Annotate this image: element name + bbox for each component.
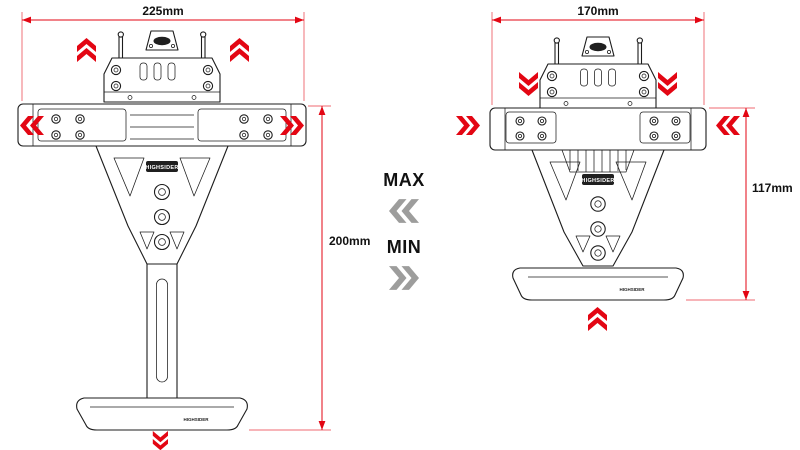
arrow-in-left-icon bbox=[456, 116, 480, 135]
brand-badge bbox=[582, 174, 614, 185]
brand-logo: HIGHSIDER bbox=[145, 165, 178, 171]
arrow-up-left-icon bbox=[77, 38, 96, 62]
brand-logo-small: HIGHSIDER bbox=[183, 417, 209, 422]
min-direction-icon bbox=[389, 266, 419, 290]
compressed-ribs bbox=[561, 149, 635, 173]
max-width-dimension-label: 225mm bbox=[142, 4, 183, 18]
crossbar bbox=[489, 107, 707, 151]
max-direction-icon bbox=[389, 199, 419, 223]
min-position-diagram: HIGHSIDER HIGHSIDER bbox=[456, 4, 793, 331]
arrow-down-right-icon bbox=[658, 72, 677, 96]
min-dimensions: 170mm 117mm bbox=[491, 4, 793, 301]
brand-badge bbox=[146, 161, 178, 172]
body-plate: HIGHSIDER bbox=[531, 149, 665, 267]
bottom-light-housing: HIGHSIDER bbox=[512, 267, 684, 301]
min-height-dimension-label: 117mm bbox=[752, 181, 793, 195]
max-height-dimension-label: 200mm bbox=[329, 234, 370, 248]
arrow-down-left-icon bbox=[519, 72, 538, 96]
bottom-light-housing: HIGHSIDER bbox=[76, 397, 248, 431]
arrow-up-right-icon bbox=[230, 38, 249, 62]
max-dimensions: 225mm 200mm bbox=[21, 4, 370, 431]
min-label: MIN bbox=[386, 237, 422, 257]
brand-logo: HIGHSIDER bbox=[581, 178, 614, 184]
arrow-up-icon bbox=[588, 307, 607, 331]
plate-holder-max: HIGHSIDER HIGHSIDER bbox=[17, 30, 307, 431]
upper-mount-bracket bbox=[103, 30, 221, 103]
arrow-down-icon bbox=[152, 431, 168, 450]
min-legend-item: MIN bbox=[387, 237, 422, 290]
arrow-in-right-icon bbox=[716, 116, 740, 135]
crossbar bbox=[17, 103, 307, 147]
max-label: MAX bbox=[383, 170, 425, 190]
max-position-diagram: HIGHSIDER HIGHSIDER bbox=[17, 4, 370, 450]
brand-logo-small: HIGHSIDER bbox=[619, 287, 645, 292]
extension-stem bbox=[146, 263, 178, 399]
body-plate: HIGHSIDER bbox=[95, 145, 229, 265]
upper-mount-bracket bbox=[539, 36, 657, 109]
plate-holder-min: HIGHSIDER HIGHSIDER bbox=[489, 36, 707, 301]
position-legend: MAX MIN bbox=[366, 170, 442, 290]
max-legend-item: MAX bbox=[383, 170, 425, 223]
min-width-dimension-label: 170mm bbox=[577, 4, 618, 18]
